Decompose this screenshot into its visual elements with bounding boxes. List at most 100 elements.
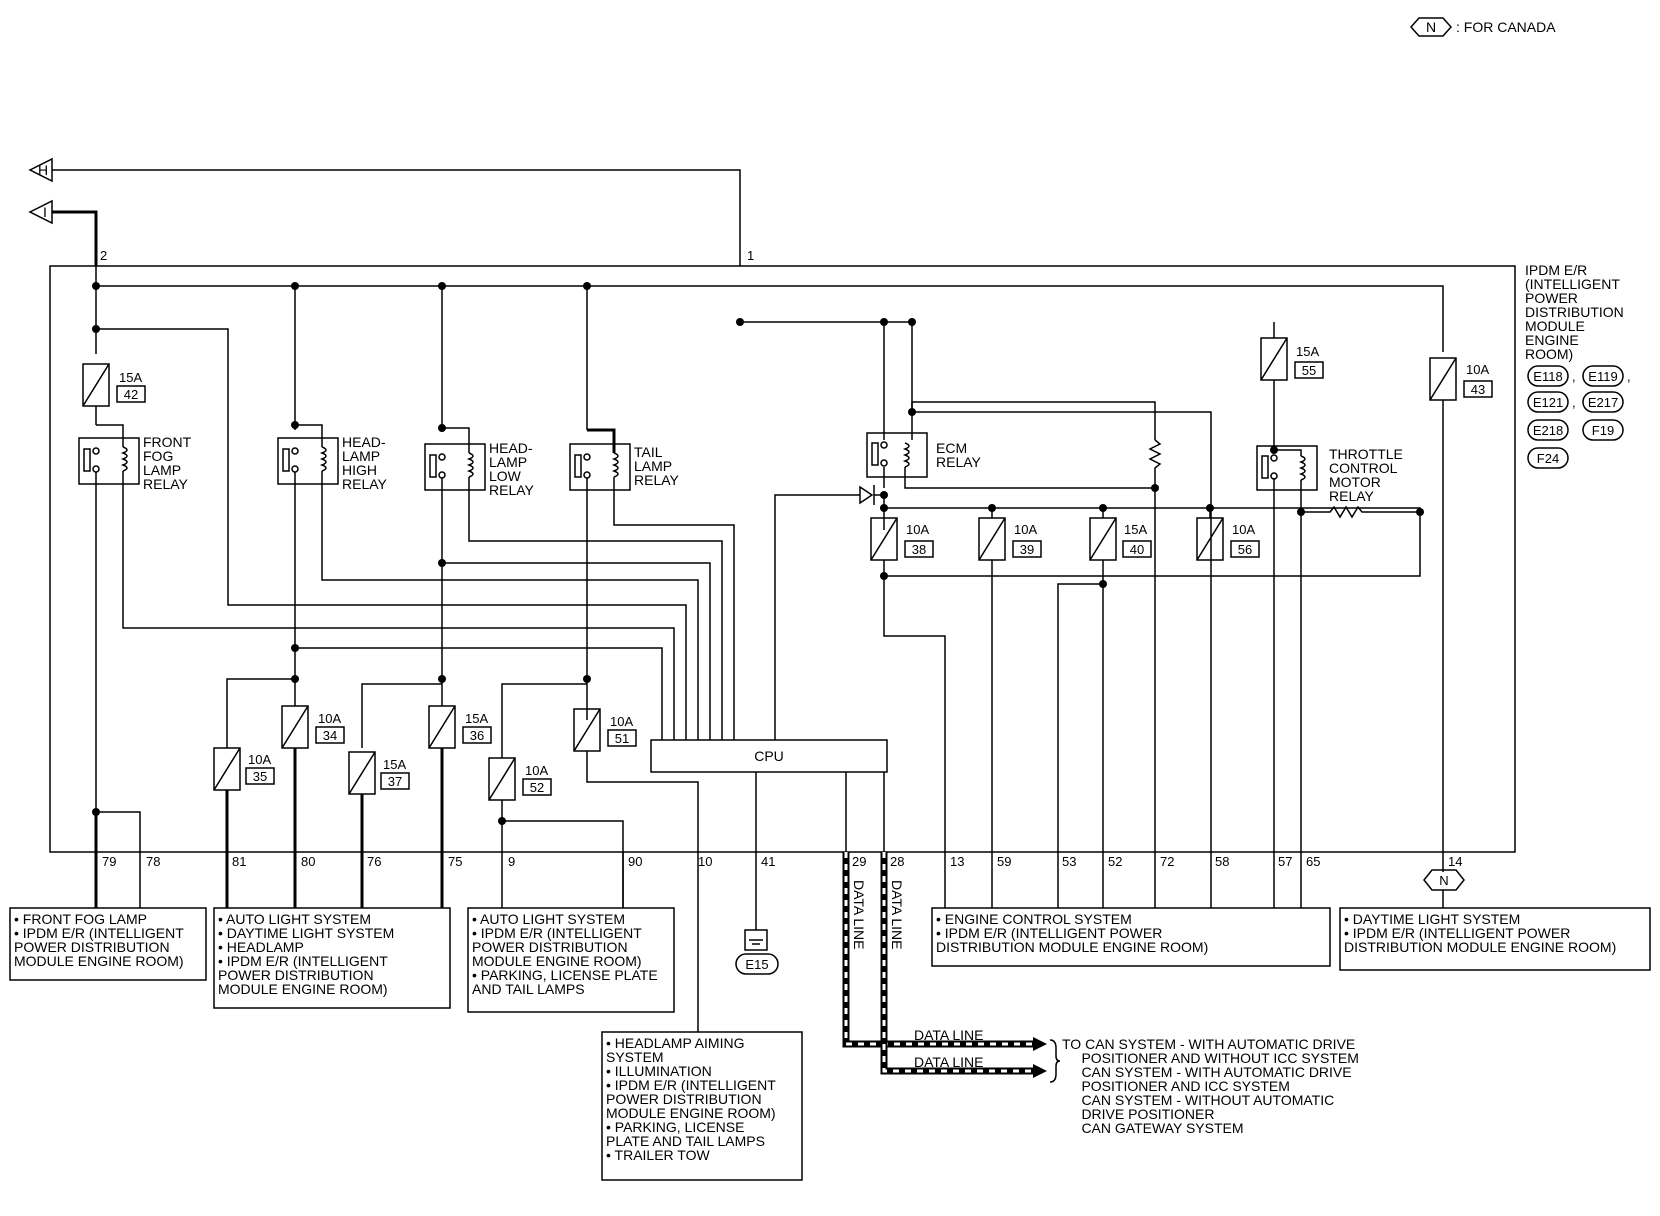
svg-text:POWER DISTRIBUTION: POWER DISTRIBUTION: [606, 1091, 762, 1107]
pin-1: 1: [747, 248, 754, 263]
svg-text:AND TAIL LAMPS: AND TAIL LAMPS: [472, 981, 585, 997]
svg-text:RELAY: RELAY: [1329, 488, 1375, 504]
svg-text:53: 53: [1062, 854, 1076, 869]
svg-text:90: 90: [628, 854, 642, 869]
cpu-block: CPU: [650, 739, 888, 773]
svg-text:POWER DISTRIBUTION: POWER DISTRIBUTION: [472, 939, 628, 955]
ipdm-title: IPDM E/R (INTELLIGENT POWER DISTRIBUTION…: [1525, 262, 1624, 362]
svg-text:CPU: CPU: [754, 748, 784, 764]
svg-text:51: 51: [615, 731, 629, 746]
fuse-42: 15A 42: [82, 363, 146, 407]
svg-text:75: 75: [448, 854, 462, 869]
svg-text:(INTELLIGENT: (INTELLIGENT: [1525, 276, 1620, 292]
svg-text:RELAY: RELAY: [634, 472, 680, 488]
svg-text:,: ,: [1572, 395, 1576, 410]
svg-text:HEAD-: HEAD-: [489, 440, 533, 456]
fuse-35: 10A 35: [213, 747, 275, 791]
pin-2: 2: [100, 248, 107, 263]
svg-text:10A: 10A: [525, 763, 548, 778]
svg-text:N: N: [1439, 873, 1448, 888]
legend-badge-letter: N: [1426, 19, 1436, 35]
svg-text:• AUTO LIGHT SYSTEM: • AUTO LIGHT SYSTEM: [218, 911, 371, 927]
svg-text:MODULE ENGINE ROOM): MODULE ENGINE ROOM): [606, 1105, 776, 1121]
svg-text:40: 40: [1130, 542, 1144, 557]
connector-i: I: [28, 199, 53, 225]
svg-text:E217: E217: [1588, 395, 1618, 410]
svg-text:• IPDM E/R (INTELLIGENT: • IPDM E/R (INTELLIGENT: [472, 925, 642, 941]
relay-ecm: ECM RELAY: [866, 432, 982, 478]
fuse-52: 10A 52: [488, 757, 552, 801]
box-headlamp-aiming: • HEADLAMP AIMING SYSTEM • ILLUMINATION …: [601, 1031, 803, 1181]
svg-text:FRONT: FRONT: [143, 434, 192, 450]
canada-badge: [1423, 869, 1465, 891]
svg-text:65: 65: [1306, 854, 1320, 869]
svg-text:ENGINE: ENGINE: [1525, 332, 1579, 348]
svg-text:MODULE ENGINE ROOM): MODULE ENGINE ROOM): [218, 981, 388, 997]
svg-text:10A: 10A: [248, 752, 271, 767]
svg-text:DATA LINE: DATA LINE: [914, 1027, 984, 1043]
fuse-43: 10A 43: [1429, 357, 1493, 401]
svg-text:POWER DISTRIBUTION: POWER DISTRIBUTION: [218, 967, 374, 983]
svg-text:10A: 10A: [610, 714, 633, 729]
svg-text:10A: 10A: [318, 711, 341, 726]
ipdm-connector-ids: E118 , E119 , E121 , E217 E218 F19 F24: [1527, 365, 1631, 469]
svg-text:F24: F24: [1537, 451, 1559, 466]
svg-text:MODULE ENGINE ROOM): MODULE ENGINE ROOM): [472, 953, 642, 969]
svg-text:THROTTLE: THROTTLE: [1329, 446, 1403, 462]
svg-text:HIGH: HIGH: [342, 462, 377, 478]
svg-text:• PARKING, LICENSE PLATE: • PARKING, LICENSE PLATE: [472, 967, 658, 983]
box-auto-light-tail: • AUTO LIGHT SYSTEM • IPDM E/R (INTELLIG…: [467, 907, 675, 1013]
box-auto-light-headlamp: • AUTO LIGHT SYSTEM • DAYTIME LIGHT SYST…: [213, 907, 451, 1009]
svg-text:FOG: FOG: [143, 448, 173, 464]
svg-text:58: 58: [1215, 854, 1229, 869]
bottom-pin-numbers: 79 78 81 80 76 75 9 90 10 41 29 28 13 59…: [102, 854, 1462, 869]
svg-text:RELAY: RELAY: [936, 454, 982, 470]
svg-text:36: 36: [470, 728, 484, 743]
svg-text:E118: E118: [1533, 369, 1562, 384]
svg-text:IPDM E/R: IPDM E/R: [1525, 262, 1587, 278]
fuse-40: 15A 40: [1089, 517, 1152, 561]
svg-text:PLATE AND TAIL LAMPS: PLATE AND TAIL LAMPS: [606, 1133, 765, 1149]
svg-text:57: 57: [1278, 854, 1292, 869]
svg-text:MODULE: MODULE: [1525, 318, 1585, 334]
svg-text:78: 78: [146, 854, 160, 869]
ipdm-outline: [49, 265, 1516, 853]
svg-text:• DAYTIME LIGHT SYSTEM: • DAYTIME LIGHT SYSTEM: [218, 925, 394, 941]
box-front-fog: • FRONT FOG LAMP • IPDM E/R (INTELLIGENT…: [9, 907, 207, 981]
svg-text:CONTROL: CONTROL: [1329, 460, 1398, 476]
svg-text:CAN GATEWAY SYSTEM: CAN GATEWAY SYSTEM: [1062, 1120, 1244, 1136]
svg-text:TO CAN SYSTEM - WITH AUTOMATIC: TO CAN SYSTEM - WITH AUTOMATIC DRIVE: [1062, 1036, 1355, 1052]
svg-text:13: 13: [950, 854, 964, 869]
svg-text:DATA LINE: DATA LINE: [914, 1054, 984, 1070]
fuse-34: 10A 34: [281, 705, 345, 749]
svg-text:• HEADLAMP AIMING: • HEADLAMP AIMING: [606, 1035, 744, 1051]
svg-text:LAMP: LAMP: [489, 454, 527, 470]
svg-text:• IPDM E/R (INTELLIGENT POWER: • IPDM E/R (INTELLIGENT POWER: [1344, 925, 1570, 941]
svg-text:37: 37: [388, 774, 402, 789]
relay-tail-lamp: TAIL LAMP RELAY: [569, 443, 680, 491]
svg-text:POSITIONER AND WITHOUT ICC SYS: POSITIONER AND WITHOUT ICC SYSTEM: [1062, 1050, 1359, 1066]
svg-text:• FRONT FOG LAMP: • FRONT FOG LAMP: [14, 911, 147, 927]
svg-text:55: 55: [1302, 363, 1316, 378]
legend-canada-badge: [1409, 17, 1453, 37]
svg-text:LAMP: LAMP: [342, 448, 380, 464]
svg-text:28: 28: [890, 854, 904, 869]
svg-text:34: 34: [323, 728, 337, 743]
svg-text:15A: 15A: [383, 757, 406, 772]
svg-text:10: 10: [698, 854, 712, 869]
svg-text:ECM: ECM: [936, 440, 967, 456]
svg-text:HEAD-: HEAD-: [342, 434, 386, 450]
svg-text:LOW: LOW: [489, 468, 522, 484]
relay-headlamp-low: HEAD- LAMP LOW RELAY: [424, 440, 535, 498]
svg-text:• AUTO LIGHT SYSTEM: • AUTO LIGHT SYSTEM: [472, 911, 625, 927]
svg-text:10A: 10A: [1014, 522, 1037, 537]
svg-text:• IPDM E/R (INTELLIGENT POWER: • IPDM E/R (INTELLIGENT POWER: [936, 925, 1162, 941]
svg-text:76: 76: [367, 854, 381, 869]
can-system-text: TO CAN SYSTEM - WITH AUTOMATIC DRIVE POS…: [1062, 1036, 1359, 1136]
relay-throttle-control-motor: THROTTLE CONTROL MOTOR RELAY: [1256, 445, 1403, 504]
svg-text:TAIL: TAIL: [634, 444, 663, 460]
svg-text:• PARKING, LICENSE: • PARKING, LICENSE: [606, 1119, 744, 1135]
fuse-55: 15A 55: [1260, 337, 1324, 381]
svg-text:MODULE ENGINE ROOM): MODULE ENGINE ROOM): [14, 953, 184, 969]
